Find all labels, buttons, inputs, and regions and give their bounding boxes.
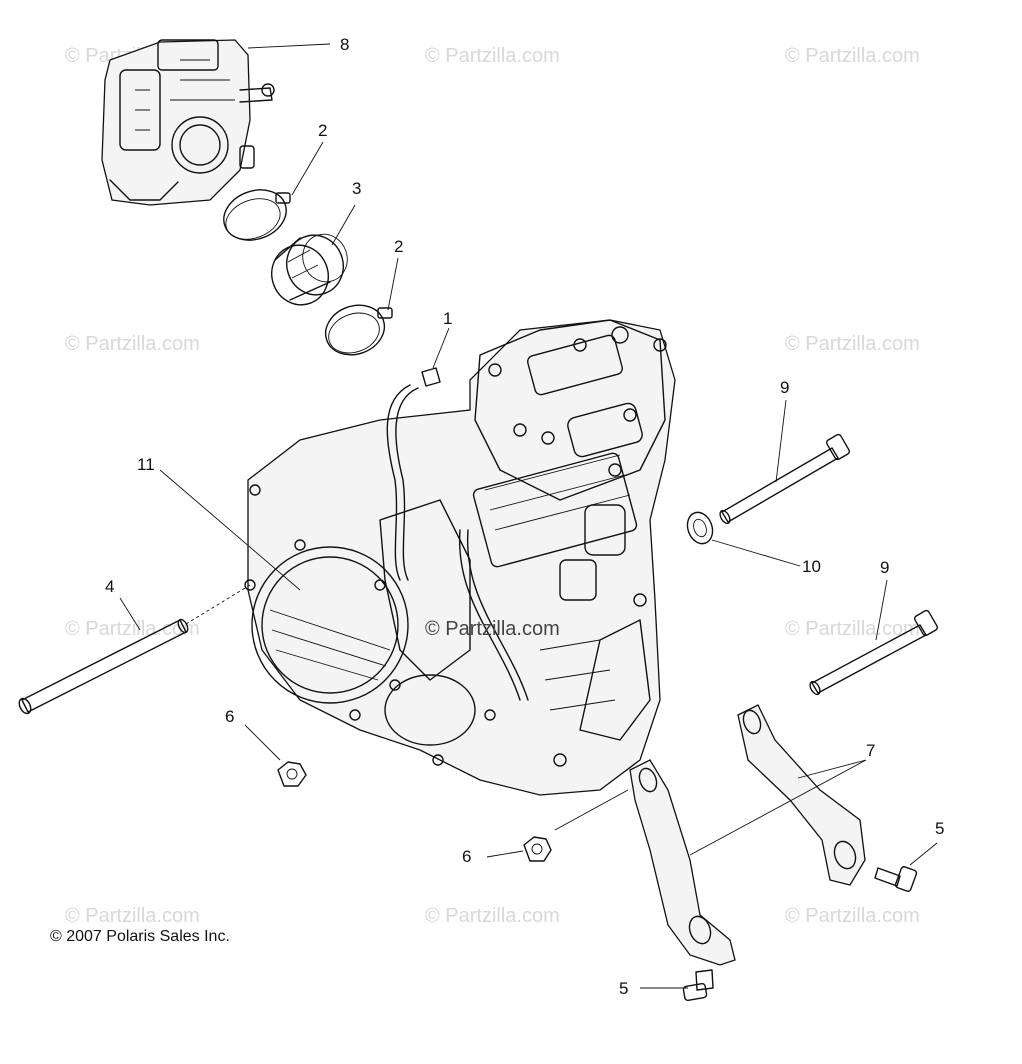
watermark: © Partzilla.com	[785, 333, 920, 355]
throttle-body-part	[101, 39, 275, 206]
watermark: © Partzilla.com	[65, 905, 200, 927]
callout-11: 11	[137, 455, 155, 474]
callout-labels: 8 2 3 2 1 11 4 6 6 7 9 10 9 5 5	[105, 35, 944, 998]
watermark: © Partzilla.com	[425, 905, 560, 927]
watermark: © Partzilla.com	[65, 333, 200, 355]
intake-boot-part	[271, 233, 348, 306]
callout-8: 8	[340, 35, 349, 54]
callout-10: 10	[802, 557, 821, 576]
callout-5: 5	[619, 979, 628, 998]
engine-bolt-lower-part	[809, 609, 939, 696]
watermark: © Partzilla.com	[785, 45, 920, 67]
callout-1: 1	[443, 309, 452, 328]
callout-7: 7	[866, 741, 875, 760]
watermark: © Partzilla.com	[785, 618, 920, 640]
callout-4: 4	[105, 577, 114, 596]
callout-6: 6	[462, 847, 471, 866]
callout-2: 2	[394, 237, 403, 256]
hose-clamp-upper-part	[223, 189, 291, 241]
callout-9: 9	[880, 558, 889, 577]
nut-lower-part	[523, 836, 552, 862]
engine-mount-bracket-front-part	[629, 759, 736, 966]
watermark: © Partzilla.com	[425, 45, 560, 67]
bolt-bottom-part	[682, 969, 714, 1002]
watermark-center: © Partzilla.com	[425, 618, 560, 640]
watermark: © Partzilla.com	[65, 618, 200, 640]
copyright-notice: © 2007 Polaris Sales Inc.	[50, 928, 230, 945]
watermarks: © Partzilla.com © Partzilla.com © Partzi…	[65, 45, 920, 927]
small-clamp-part	[421, 367, 441, 387]
callout-5: 5	[935, 819, 944, 838]
engine-bolt-upper-part	[719, 433, 851, 525]
callout-6: 6	[225, 707, 234, 726]
callout-9: 9	[780, 378, 789, 397]
callout-2: 2	[318, 121, 327, 140]
engine-pin-part	[18, 584, 251, 715]
hose-clamp-lower-part	[324, 304, 393, 356]
leader-lines	[119, 43, 938, 989]
lock-washer-part	[686, 511, 714, 545]
callout-3: 3	[352, 179, 361, 198]
watermark: © Partzilla.com	[785, 905, 920, 927]
engine-assembly-part	[244, 319, 676, 796]
nut-upper-part	[277, 761, 307, 787]
bolt-right-part	[874, 866, 918, 892]
